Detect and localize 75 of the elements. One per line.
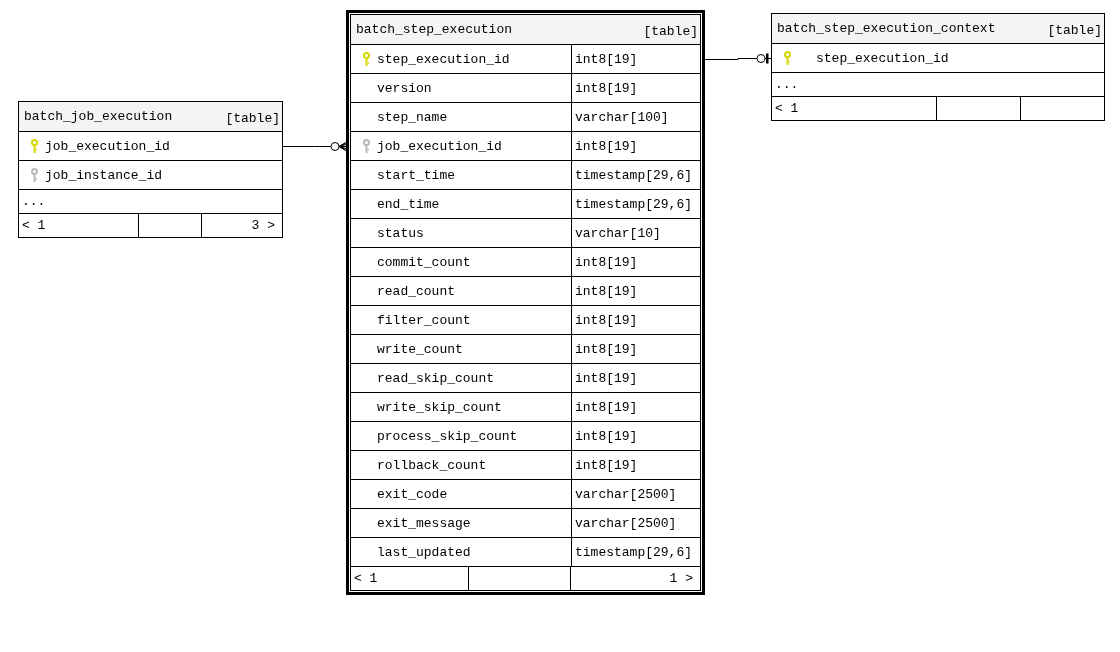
table-row [351, 74, 700, 103]
column-name: filter_count [377, 313, 471, 327]
column-name: end_time [377, 197, 440, 211]
footer-cell: < 1 [351, 567, 469, 590]
footer-cell-text: 3 > [250, 217, 276, 235]
column-name: exit_message [377, 516, 471, 530]
table-row [351, 219, 700, 248]
column-name: start_time [377, 168, 455, 182]
table-box [771, 13, 1105, 121]
column-type: varchar[100] [571, 103, 700, 131]
column-type: int8[19] [571, 277, 700, 305]
column-type: int8[19] [571, 45, 700, 73]
table-type-label: [table] [1047, 21, 1103, 37]
relationship-line [704, 53, 772, 64]
table-row [351, 132, 700, 161]
column-name: step_execution_id [377, 52, 510, 66]
table-name: batch_job_execution [23, 110, 173, 123]
column-name: status [377, 226, 424, 240]
relationship-line [282, 141, 347, 152]
column-name: last_updated [377, 545, 471, 559]
table-type-label: [table] [225, 109, 281, 125]
column-name: job_instance_id [45, 168, 163, 182]
column-name: write_skip_count [377, 400, 502, 414]
column-name: step_execution_id [816, 51, 949, 65]
footer-cell-text: 1 > [668, 570, 694, 588]
more-columns-row: ... [19, 190, 282, 214]
column-type: int8[19] [571, 132, 700, 160]
table-row [351, 335, 700, 364]
column-type: varchar[2500] [571, 509, 700, 537]
column-type: timestamp[29,6] [571, 161, 700, 189]
table-row [351, 393, 700, 422]
column-type: timestamp[29,6] [571, 538, 700, 566]
table-row [351, 277, 700, 306]
table-name: batch_step_execution [355, 23, 513, 36]
table-row [351, 509, 700, 538]
footer-cell: < 1 [772, 97, 937, 120]
table-row [351, 103, 700, 132]
table-row [351, 248, 700, 277]
column-name: job_execution_id [377, 139, 502, 153]
table-row [351, 422, 700, 451]
column-name: commit_count [377, 255, 471, 269]
table-row [351, 451, 700, 480]
column-type: int8[19] [571, 422, 700, 450]
column-type: timestamp[29,6] [571, 190, 700, 218]
table-row [351, 161, 700, 190]
column-type: varchar[10] [571, 219, 700, 247]
table-row [351, 306, 700, 335]
table-row [351, 480, 700, 509]
table-name: batch_step_execution_context [776, 22, 996, 35]
table-box [18, 101, 283, 238]
column-type: int8[19] [571, 306, 700, 334]
column-type: int8[19] [571, 393, 700, 421]
column-name: exit_code [377, 487, 448, 501]
column-type: int8[19] [571, 364, 700, 392]
table-row [351, 45, 700, 74]
table-box [346, 10, 705, 595]
column-name: step_name [377, 110, 448, 124]
column-type: int8[19] [571, 335, 700, 363]
column-type: int8[19] [571, 248, 700, 276]
column-name: read_skip_count [377, 371, 495, 385]
column-name: version [377, 81, 432, 95]
footer-cell: < 1 [19, 214, 139, 237]
table-row [351, 364, 700, 393]
column-type: varchar[2500] [571, 480, 700, 508]
column-name: rollback_count [377, 458, 487, 472]
column-name: write_count [377, 342, 463, 356]
table-row [351, 190, 700, 219]
table-row [351, 538, 700, 567]
column-name: read_count [377, 284, 455, 298]
column-type: int8[19] [571, 74, 700, 102]
table-type-label: [table] [643, 22, 699, 38]
column-name: job_execution_id [45, 139, 170, 153]
column-name: process_skip_count [377, 429, 518, 443]
column-type: int8[19] [571, 451, 700, 479]
more-columns-row: ... [772, 73, 1104, 97]
